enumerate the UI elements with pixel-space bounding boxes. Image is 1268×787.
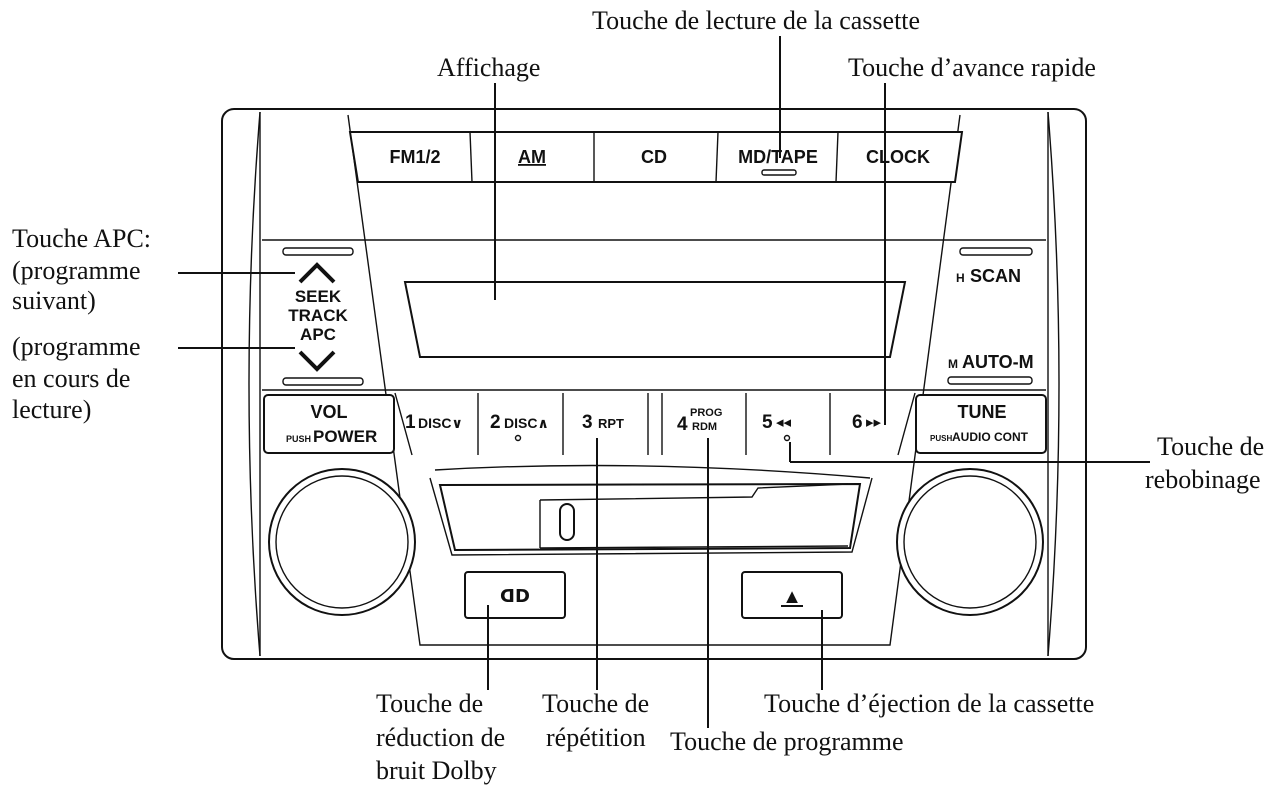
label-repeat-1: Touche de (542, 689, 649, 718)
label-apc-1: Touche APC: (12, 224, 151, 253)
clock-button[interactable]: CLOCK (866, 147, 930, 167)
scan-h-label: H (956, 271, 965, 285)
preset-4-number: 4 (677, 414, 688, 435)
left-knob[interactable] (268, 468, 416, 616)
preset-4-prog-label: PROG (690, 407, 722, 419)
vol-label: VOL (310, 402, 347, 422)
preset-button-row: 1 DISC∨ 2 DISC∧ 3 RPT 4 PROG RDM 5 ◂◂ 6 … (394, 392, 916, 456)
eject-icon: ▲ (782, 586, 802, 608)
preset-2-number: 2 (490, 412, 501, 433)
seek-down-button[interactable] (298, 350, 336, 372)
apc-label: APC (300, 325, 336, 344)
label-eject: Touche d’éjection de la cassette (764, 689, 1094, 718)
tune-push-label: PUSH (930, 434, 952, 443)
md-tape-button[interactable]: MD/TAPE (738, 147, 818, 167)
track-label: TRACK (288, 306, 348, 325)
preset-3-button[interactable]: 3 RPT (582, 412, 624, 433)
cassette-slot (429, 464, 873, 556)
preset-5-number: 5 (762, 412, 773, 433)
seek-up-button[interactable] (298, 262, 336, 284)
fm-button[interactable]: FM1/2 (389, 147, 440, 167)
label-rewind-1: Touche de (1157, 432, 1264, 461)
preset-3-number: 3 (582, 412, 593, 433)
annotations: Touche de lecture de la cassette Afficha… (12, 6, 1264, 785)
vol-push-label: PUSH (286, 434, 311, 444)
display-window (403, 281, 907, 358)
eject-button[interactable]: ▲ (741, 571, 843, 619)
scan-button[interactable]: SCAN (970, 266, 1021, 286)
seek-track-apc-control: SEEK TRACK APC (282, 247, 364, 386)
auto-m-button[interactable]: AUTO-M (962, 352, 1034, 372)
dolby-icon: ᗡᗞ (500, 586, 530, 606)
preset-1-number: 1 (405, 412, 416, 433)
preset-1-button[interactable]: 1 DISC∨ (405, 412, 463, 433)
source-button-row: FM1/2 AM CD MD/TAPE CLOCK (348, 131, 964, 183)
label-apc-2: (programme (12, 256, 141, 285)
preset-2-button[interactable]: 2 DISC∧ (490, 412, 549, 442)
preset-4-button[interactable]: 4 PROG RDM (677, 407, 722, 435)
rewind-icon: ◂◂ (776, 414, 792, 431)
md-tape-indicator (761, 169, 797, 176)
leader-lines (178, 36, 1150, 728)
dolby-button[interactable]: ᗡᗞ (464, 571, 566, 619)
label-dolby-3: bruit Dolby (376, 756, 497, 785)
tune-audio-control-button[interactable]: TUNE PUSH AUDIO CONT (915, 394, 1047, 454)
label-display: Affichage (437, 53, 540, 82)
preset-2-label: DISC∧ (504, 415, 549, 431)
radio-unit-body (221, 108, 1087, 660)
scan-auto-m-control: H SCAN M AUTO-M (947, 247, 1034, 385)
preset-5-button[interactable]: 5 ◂◂ (762, 412, 792, 442)
label-repeat-2: répétition (546, 723, 646, 752)
seek-label: SEEK (295, 287, 342, 306)
fast-forward-icon: ▸▸ (866, 414, 882, 431)
label-rewind-2: rebobinage (1145, 465, 1261, 494)
label-current-2: en cours de (12, 364, 130, 393)
preset-6-button[interactable]: 6 ▸▸ (852, 412, 882, 433)
label-current-1: (programme (12, 332, 141, 361)
preset-1-label: DISC∨ (418, 415, 463, 431)
preset-2-dot (514, 434, 522, 442)
label-program: Touche de programme (670, 727, 904, 756)
am-button[interactable]: AM (518, 147, 546, 167)
preset-5-dot (783, 434, 791, 442)
label-apc-3: suivant) (12, 286, 96, 315)
label-dolby-1: Touche de (376, 689, 483, 718)
preset-6-number: 6 (852, 412, 863, 433)
preset-3-label: RPT (598, 416, 624, 431)
preset-4-rdm-label: RDM (692, 421, 717, 433)
label-dolby-2: réduction de (376, 723, 505, 752)
cd-button[interactable]: CD (641, 147, 667, 167)
right-knob[interactable] (896, 468, 1044, 616)
power-label: POWER (313, 427, 377, 446)
label-fast-forward: Touche d’avance rapide (848, 53, 1096, 82)
label-cassette-play: Touche de lecture de la cassette (592, 6, 920, 35)
tune-label: TUNE (958, 402, 1007, 422)
volume-power-button[interactable]: VOL PUSH POWER (263, 394, 395, 454)
auto-m-prefix: M (948, 357, 958, 371)
label-current-3: lecture) (12, 395, 91, 424)
audio-cont-label: AUDIO CONT (952, 430, 1029, 444)
